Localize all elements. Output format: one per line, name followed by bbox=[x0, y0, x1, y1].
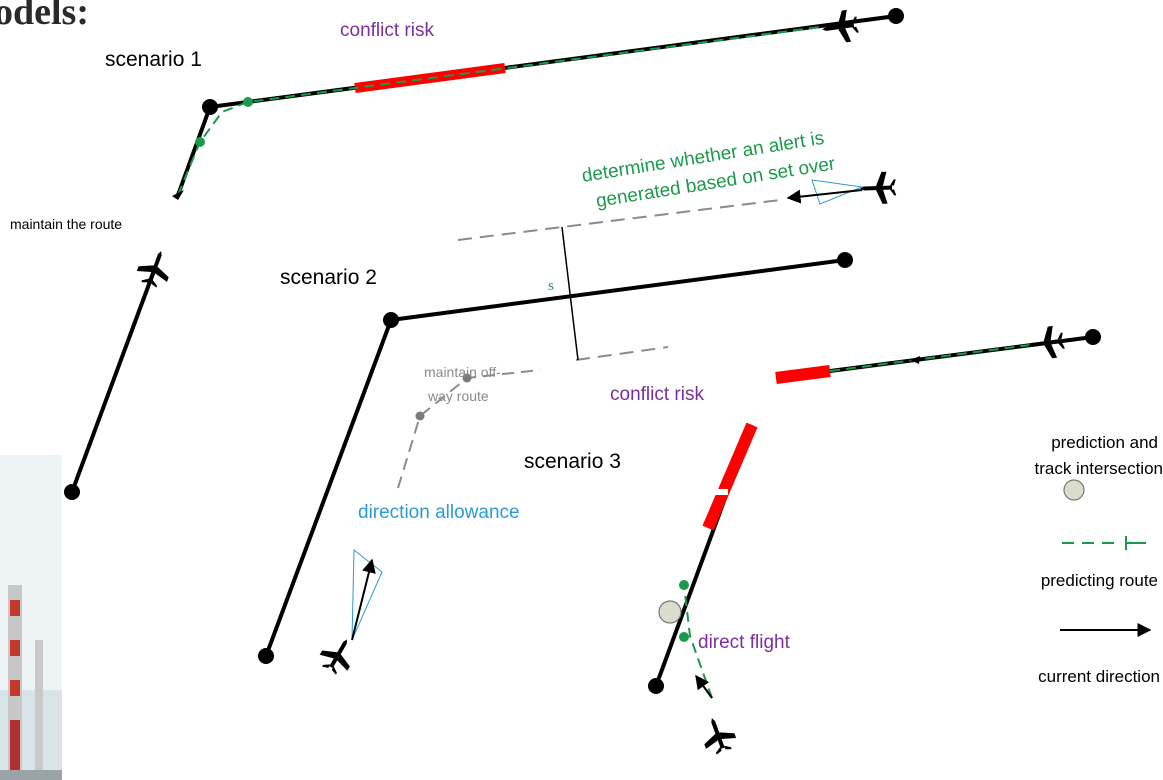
left-route-line bbox=[70, 267, 157, 493]
scenario-2: scenario 2 determine whether an alert is… bbox=[258, 128, 897, 679]
scenario-3: scenario 3 conflict risk direct flight bbox=[524, 324, 1101, 758]
left-route bbox=[64, 245, 177, 500]
offroute-label-line2: way route bbox=[427, 388, 489, 404]
legend-predicting-route: predicting route bbox=[1041, 571, 1158, 590]
route-end-dot-icon bbox=[1085, 329, 1101, 345]
offset-measure-line bbox=[561, 226, 579, 361]
scenario-3-label: scenario 3 bbox=[524, 450, 621, 473]
direction-arrow-icon bbox=[910, 356, 920, 364]
maintain-route-label: maintain the route bbox=[10, 216, 122, 232]
prediction-point bbox=[243, 97, 253, 107]
route-waypoint-dot bbox=[383, 312, 399, 328]
scenario-1-prediction bbox=[177, 26, 821, 196]
route-waypoint-dot bbox=[202, 99, 218, 115]
scenario-2-label: scenario 2 bbox=[280, 266, 377, 289]
aircraft-icon bbox=[859, 171, 897, 205]
prediction-point bbox=[195, 137, 205, 147]
direction-arrow-icon bbox=[786, 189, 863, 204]
offset-label: s bbox=[548, 278, 554, 294]
aircraft-icon bbox=[315, 631, 361, 679]
scenario-1-label: scenario 1 bbox=[105, 48, 202, 71]
route-end-dot-icon bbox=[837, 252, 853, 268]
scenario-3-conflict-label: conflict risk bbox=[610, 384, 704, 405]
offset-bound-lower bbox=[575, 346, 669, 361]
scenario-3-lower-conflict bbox=[702, 422, 758, 531]
prediction-point bbox=[415, 411, 425, 421]
aircraft-icon bbox=[133, 245, 177, 291]
legend-intersection-line2: track intersection bbox=[1035, 459, 1163, 478]
direct-flight-label: direct flight bbox=[698, 632, 791, 653]
aircraft-icon bbox=[696, 712, 740, 758]
route-end-dot-icon bbox=[258, 648, 274, 664]
legend-intersection-icon bbox=[1063, 479, 1085, 501]
prediction-point bbox=[462, 373, 472, 383]
direction-arrow-icon bbox=[695, 674, 713, 699]
route-end-dot-icon bbox=[648, 678, 664, 694]
scenario-3-conflict-segment bbox=[775, 365, 831, 384]
prediction-point bbox=[679, 580, 689, 590]
offset-bound-upper bbox=[457, 199, 781, 241]
scenario-1: scenario 1 conflict risk maintain the ro… bbox=[10, 8, 904, 232]
direction-allowance-cone bbox=[351, 548, 383, 641]
aircraft-icon bbox=[819, 8, 861, 46]
aircraft-icon bbox=[1025, 324, 1067, 362]
legend-current-direction: current direction bbox=[1038, 667, 1160, 686]
prediction-point bbox=[679, 632, 689, 642]
offroute-prediction bbox=[397, 369, 541, 489]
header-title-fragment: odels: bbox=[0, 0, 89, 33]
direction-allowance-label: direction allowance bbox=[358, 502, 520, 523]
scenario-3-upper-prediction bbox=[829, 344, 1031, 372]
legend: prediction and track intersection predic… bbox=[1035, 433, 1163, 686]
scenario-1-conflict-label: conflict risk bbox=[340, 20, 434, 41]
direction-arrow-icon bbox=[351, 558, 376, 641]
direction-arrow-icon bbox=[172, 190, 184, 200]
route-end-dot-icon bbox=[888, 8, 904, 24]
direction-allowance-cone bbox=[811, 179, 864, 205]
background-photo bbox=[0, 455, 62, 780]
offroute-label-line1: maintain off- bbox=[424, 364, 501, 380]
route-end-dot-icon bbox=[64, 484, 80, 500]
intersection-marker bbox=[658, 600, 682, 624]
legend-intersection-line1: prediction and bbox=[1051, 433, 1158, 452]
